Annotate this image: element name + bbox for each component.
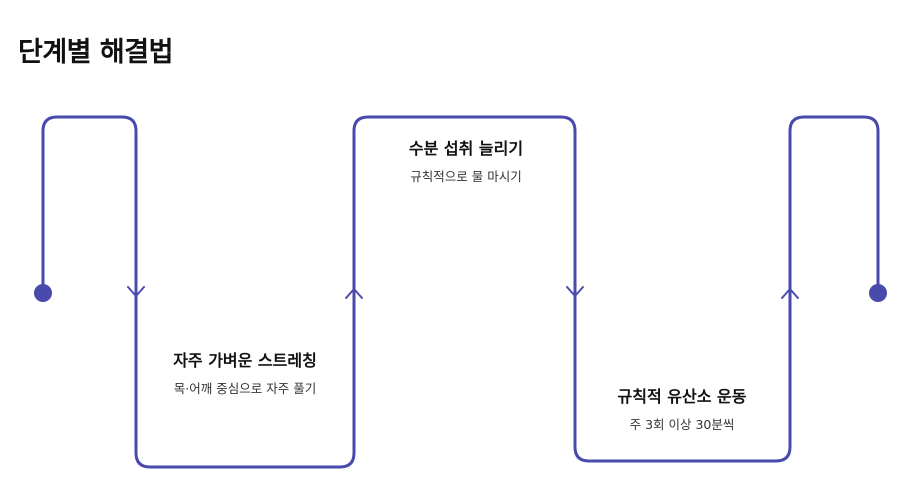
step-aerobic-exercise: 규칙적 유산소 운동 주 3회 이상 30분씩	[596, 386, 768, 433]
start-dot	[34, 284, 52, 302]
step-title: 자주 가벼운 스트레칭	[173, 351, 317, 370]
step-hydration: 수분 섭취 늘리기 규칙적으로 물 마시기	[378, 138, 554, 185]
step-stretching: 자주 가벼운 스트레칭 목·어깨 중심으로 자주 풀기	[160, 350, 330, 397]
step-title: 규칙적 유산소 운동	[617, 387, 747, 406]
step-description: 규칙적으로 물 마시기	[410, 169, 522, 184]
step-title: 수분 섭취 늘리기	[408, 139, 524, 158]
step-description: 목·어깨 중심으로 자주 풀기	[173, 381, 317, 396]
page-title: 단계별 해결법	[18, 37, 173, 68]
end-dot	[869, 284, 887, 302]
arrow-down-icon	[566, 286, 584, 297]
step-description: 주 3회 이상 30분씩	[629, 417, 735, 432]
flow-path	[41, 115, 880, 469]
arrow-up-icon	[345, 288, 363, 299]
arrow-down-icon	[127, 286, 145, 297]
arrow-up-icon	[781, 288, 799, 299]
